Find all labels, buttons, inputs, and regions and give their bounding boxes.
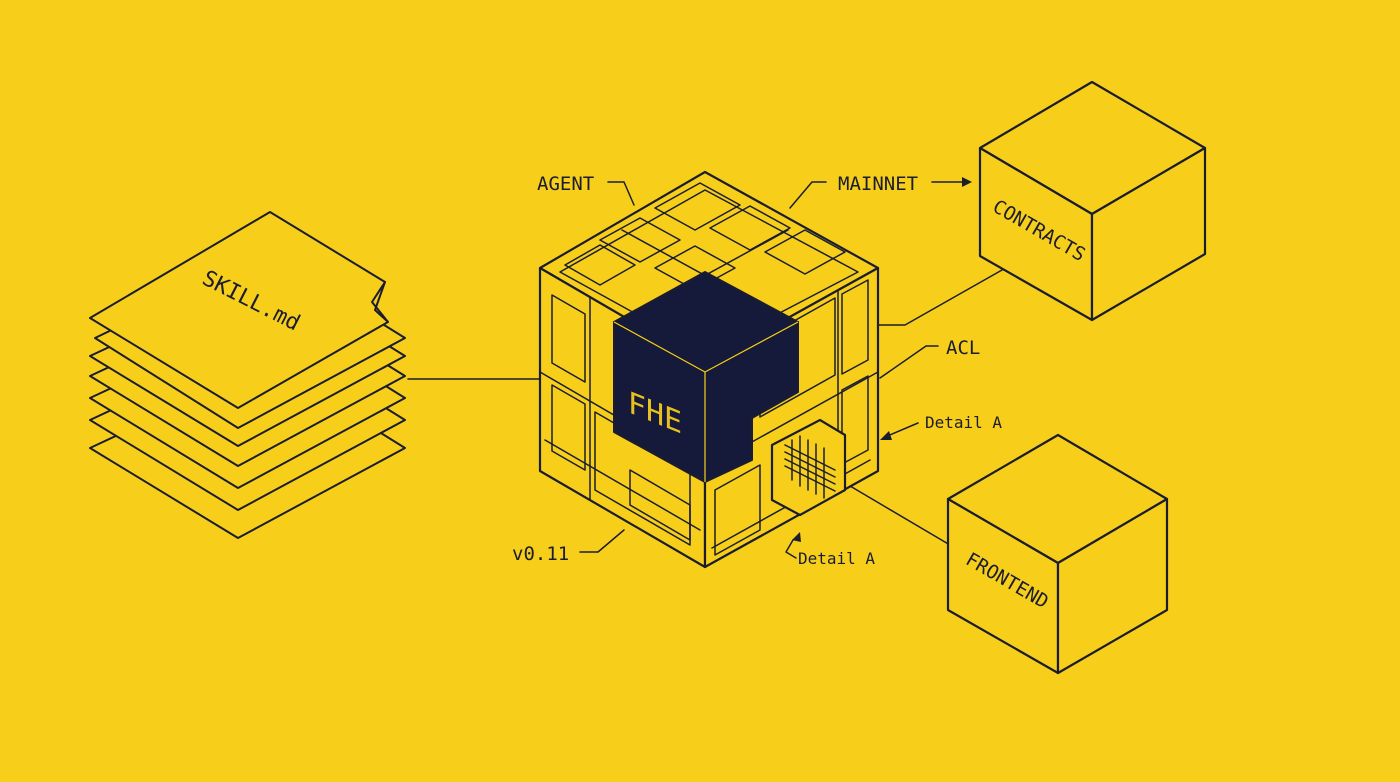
mainnet-leader	[789, 181, 827, 209]
detail-a-upper-arrowhead-icon	[880, 431, 892, 440]
frontend-box: FRONTEND	[946, 433, 1169, 675]
detail-a-upper-label: Detail A	[925, 413, 1002, 432]
agent-label: AGENT	[537, 173, 594, 195]
top-page	[89, 211, 389, 409]
contracts-side-face	[1090, 146, 1207, 322]
version-leader	[579, 529, 625, 553]
connector-frontend-to-hub	[844, 482, 951, 546]
detail-a-lower-leader	[785, 539, 797, 559]
fhe-hub: FHE AGENT MAINNET ACL Detail A	[512, 170, 1002, 569]
detail-a-upper-leader	[884, 422, 919, 438]
fhe-core-cube: FHE	[613, 271, 799, 483]
frontend-side-face	[1056, 497, 1169, 675]
page-fold-icon	[371, 281, 389, 323]
acl-leader	[879, 345, 939, 379]
mainnet-arrowhead-icon	[962, 177, 972, 187]
version-label: v0.11	[512, 543, 569, 565]
agent-leader	[607, 181, 635, 206]
mainnet-label: MAINNET	[838, 173, 918, 195]
acl-label: ACL	[946, 337, 980, 359]
contracts-box: CONTRACTS	[978, 80, 1207, 322]
acl-chip-icon	[770, 418, 847, 517]
document-stack: SKILL.md	[89, 211, 406, 539]
detail-a-lower-label: Detail A	[798, 549, 875, 568]
detail-a-lower-arrowhead-icon	[792, 532, 801, 542]
